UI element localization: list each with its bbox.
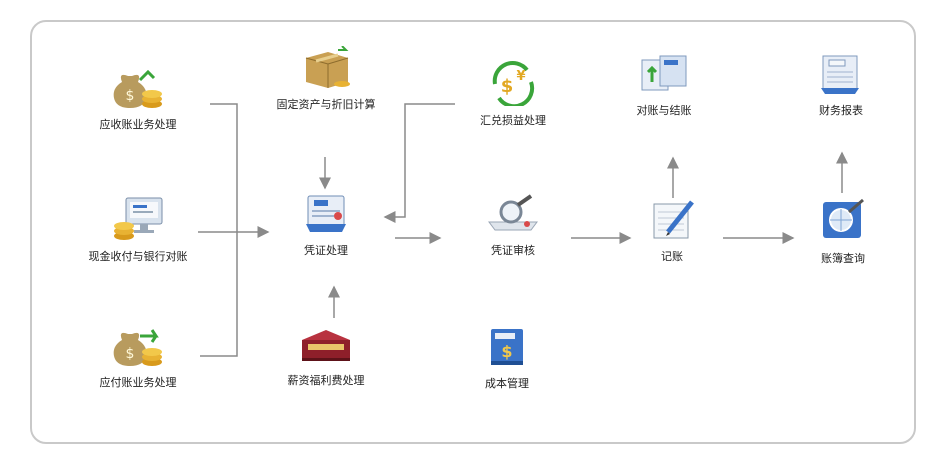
voucher-document-icon — [306, 195, 346, 232]
computer-coins-icon — [114, 197, 163, 240]
node-cost[interactable]: $ 成本管理 — [437, 325, 577, 391]
node-reconcile[interactable]: 对账与结账 — [594, 52, 734, 118]
diagram-frame — [30, 20, 916, 444]
node-payroll-label: 薪资福利费处理 — [287, 374, 365, 387]
reconcile-ledger-icon — [641, 55, 687, 91]
node-payable-label: 应付账业务处理 — [99, 376, 177, 389]
node-reconcile-label: 对账与结账 — [636, 104, 692, 117]
node-reports[interactable]: 财务报表 — [771, 52, 911, 118]
node-ledger-query[interactable]: 账簿查询 — [773, 198, 913, 266]
node-exchange[interactable]: $ ¥ 汇兑损益处理 — [443, 60, 583, 128]
svg-text:$: $ — [501, 76, 514, 97]
globe-search-icon — [823, 198, 864, 238]
node-exchange-label: 汇兑损益处理 — [480, 114, 546, 127]
svg-text:¥: ¥ — [516, 69, 525, 84]
money-bag-icon: $ — [113, 69, 162, 108]
svg-text:$: $ — [501, 342, 512, 361]
node-posting-label: 记账 — [661, 250, 683, 263]
node-cash-bank[interactable]: 现金收付与银行对账 — [68, 194, 208, 264]
node-payroll[interactable]: 薪资福利费处理 — [256, 326, 396, 388]
node-audit[interactable]: 凭证审核 — [443, 192, 583, 258]
node-cost-label: 成本管理 — [485, 377, 529, 390]
node-posting[interactable]: 记账 — [602, 196, 742, 264]
wallet-icon — [302, 330, 350, 361]
node-payable[interactable]: $ 应付账业务处理 — [68, 324, 208, 390]
report-document-icon — [821, 55, 859, 94]
svg-text:$: $ — [126, 346, 135, 362]
svg-text:$: $ — [126, 88, 135, 104]
node-voucher-label: 凭证处理 — [304, 244, 348, 257]
node-fixed-assets-label: 固定资产与折旧计算 — [276, 98, 376, 111]
node-receivable[interactable]: $ 应收账业务处理 — [68, 66, 208, 132]
connector-exchange-to-voucher — [383, 103, 455, 223]
node-cash-bank-label: 现金收付与银行对账 — [88, 250, 188, 263]
magnifier-document-icon — [488, 194, 538, 231]
node-reports-label: 财务报表 — [819, 104, 863, 117]
money-bag-arrow-icon: $ — [113, 329, 162, 366]
pen-ledger-icon — [653, 200, 694, 239]
node-receivable-label: 应收账业务处理 — [99, 118, 177, 131]
node-voucher[interactable]: 凭证处理 — [256, 190, 396, 258]
currency-exchange-icon: $ ¥ — [492, 61, 535, 106]
box-icon — [305, 46, 350, 88]
node-ledger-query-label: 账簿查询 — [821, 252, 865, 265]
node-audit-label: 凭证审核 — [491, 244, 535, 257]
node-fixed-assets[interactable]: 固定资产与折旧计算 — [256, 46, 396, 112]
connector-left-bracket — [200, 103, 238, 357]
cost-book-icon: $ — [491, 329, 523, 365]
